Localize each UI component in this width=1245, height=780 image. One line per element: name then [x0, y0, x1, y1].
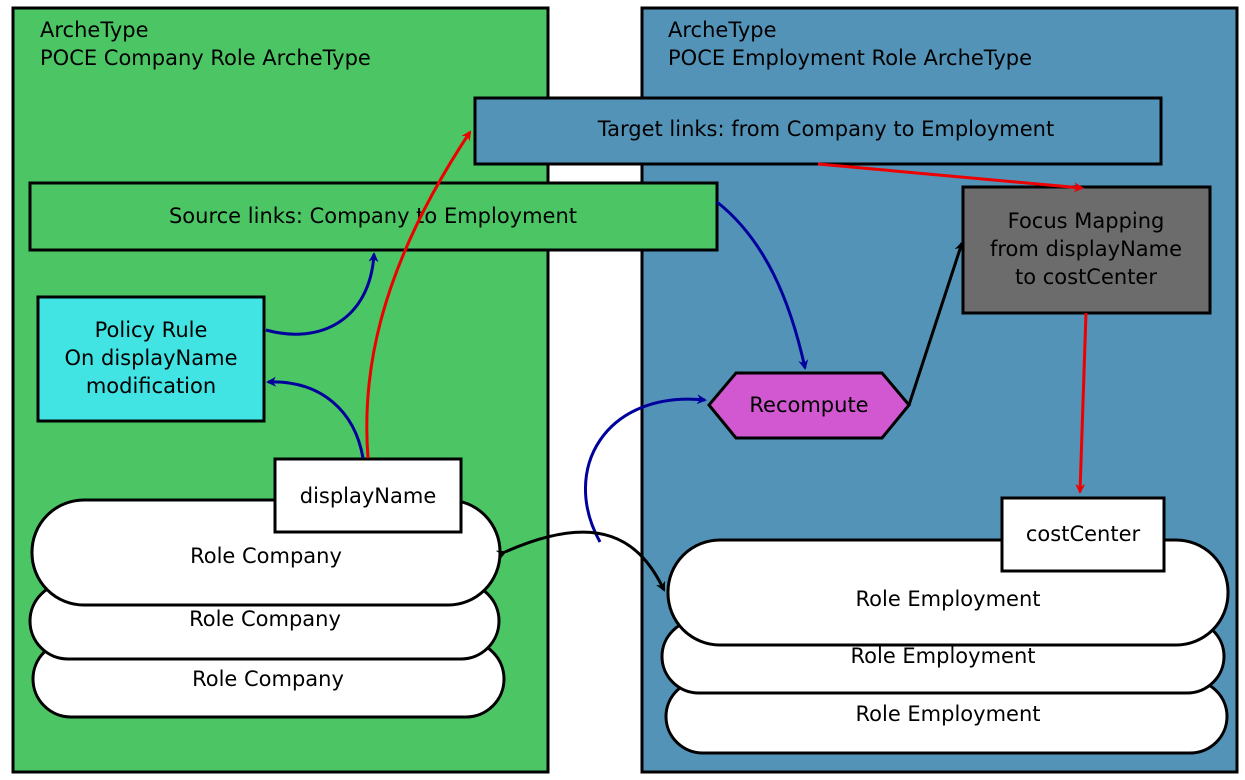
focus-mapping-line3: to costCenter: [1015, 265, 1157, 289]
arrow-displayname-to-policy-rule: [266, 376, 365, 459]
cost-center-label: costCenter: [1026, 522, 1141, 546]
arrow-policy-rule-to-source-links: [265, 252, 379, 336]
role-employment-1-label: Role Employment: [855, 587, 1040, 611]
source-links-label: Source links: Company to Employment: [169, 204, 577, 228]
role-company-3-label: Role Company: [192, 667, 344, 691]
policy-rule-line2: On displayName: [64, 346, 237, 370]
role-company-1-label: Role Company: [190, 544, 342, 568]
arrow-recompute-to-focus-mapping: [907, 241, 965, 406]
policy-rule-line1: Policy Rule: [95, 318, 208, 342]
arrow-roles-to-recompute: [583, 394, 707, 543]
arrow-source-links-to-recompute: [716, 200, 809, 370]
employment-zone-title-line1: ArcheType: [668, 18, 777, 42]
role-employment-3-label: Role Employment: [855, 702, 1040, 726]
source-links-box: [28, 181, 719, 252]
arrow-focus-mapping-to-costcenter: [1075, 312, 1088, 494]
role-company-2-label: Role Company: [189, 607, 341, 631]
display-name-label: displayName: [300, 484, 437, 508]
display-name-box: [273, 457, 463, 534]
policy-rule-box: [36, 295, 266, 423]
target-links-label: Target links: from Company to Employment: [597, 117, 1054, 141]
arrow-role-company-role-employment: [495, 530, 666, 592]
company-zone-title-line2: POCE Company Role ArcheType: [40, 46, 371, 70]
recompute-label: Recompute: [749, 393, 868, 417]
policy-rule-line3: modification: [86, 374, 216, 398]
employment-zone-title-line2: POCE Employment Role ArcheType: [668, 46, 1032, 70]
arrow-target-links-to-focus-mapping: [817, 162, 1084, 193]
company-zone-title-line1: ArcheType: [40, 18, 149, 42]
focus-mapping-line1: Focus Mapping: [1008, 209, 1165, 233]
focus-mapping-line2: from displayName: [990, 237, 1182, 261]
arrow-displayname-to-target-links: [365, 130, 472, 459]
role-employment-2-label: Role Employment: [850, 644, 1035, 668]
cost-center-box: [1000, 496, 1166, 573]
